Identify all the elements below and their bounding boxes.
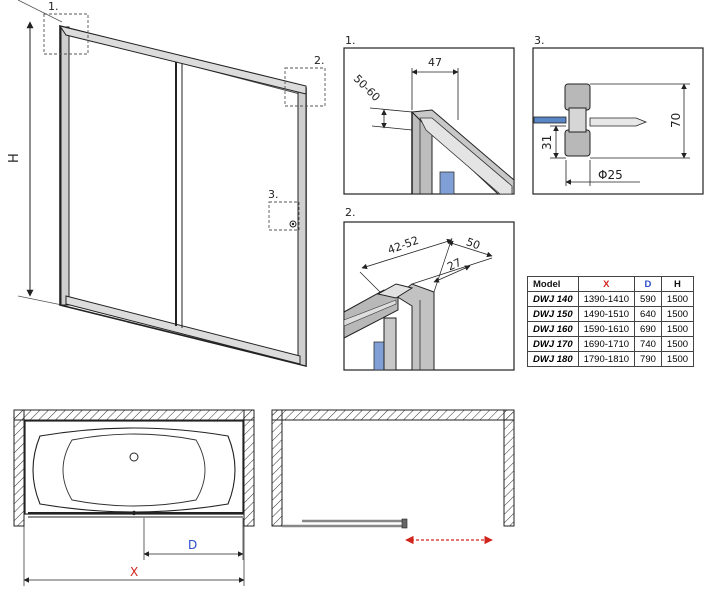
cell-model: DWJ 160 — [527, 321, 579, 337]
detail-2-dim-b-label: 50 — [464, 235, 482, 252]
header-h: H — [660, 276, 695, 292]
height-label: H — [7, 153, 22, 163]
detail-1: 1. 47 50-60 — [343, 34, 515, 195]
table-row: DWJ 160 1590-1610 690 1500 — [527, 321, 695, 337]
door-knob-icon — [289, 220, 297, 228]
overview-elevation: H 1. 2. 3. — [7, 0, 326, 368]
left-profile — [60, 26, 70, 306]
detail-3-diameter-label: Φ25 — [598, 168, 623, 182]
callout-box-1 — [43, 13, 89, 55]
cell-x: 1790-1810 — [577, 351, 636, 367]
detail-3-title: 3. — [534, 34, 545, 47]
header-model: Model — [527, 276, 579, 292]
cell-x: 1590-1610 — [577, 321, 636, 337]
callout-box-3 — [268, 201, 300, 231]
detail-2: 2. 42-52 50 27 — [343, 206, 515, 371]
cell-x: 1690-1710 — [577, 336, 636, 352]
callout-2-label: 2. — [314, 54, 325, 67]
cell-h: 1500 — [660, 306, 695, 322]
cell-h: 1500 — [660, 321, 695, 337]
cell-x: 1490-1510 — [577, 306, 636, 322]
cell-d: 690 — [634, 321, 662, 337]
cell-d: 640 — [634, 306, 662, 322]
cell-h: 1500 — [660, 291, 695, 307]
cell-d: 790 — [634, 351, 662, 367]
table-row: DWJ 140 1390-1410 590 1500 — [527, 291, 695, 307]
header-x: X — [577, 276, 636, 292]
plan-view-opening — [271, 409, 515, 545]
plan-d-label: D — [188, 538, 197, 552]
table-header-row: Model X D H — [527, 276, 695, 292]
cell-d: 590 — [634, 291, 662, 307]
plan-view-bathtub: D X — [13, 409, 255, 586]
drain-icon — [129, 452, 139, 462]
header-d: D — [634, 276, 662, 292]
detail-3-offset-label: 31 — [540, 135, 554, 150]
cell-x: 1390-1410 — [577, 291, 636, 307]
table-row: DWJ 170 1690-1710 740 1500 — [527, 336, 695, 352]
detail-2-title: 2. — [345, 206, 356, 219]
detail-1-width-label: 47 — [428, 56, 442, 69]
dimension-table: Model X D H DWJ 140 1390-1410 590 1500 D… — [527, 276, 695, 367]
cell-model: DWJ 170 — [527, 336, 579, 352]
callout-1-label: 1. — [48, 0, 59, 13]
detail-3: 3. 70 31 Φ25 — [532, 34, 704, 195]
cell-d: 740 — [634, 336, 662, 352]
detail-1-title: 1. — [345, 34, 356, 47]
callout-3-label: 3. — [268, 188, 279, 201]
cell-model: DWJ 180 — [527, 351, 579, 367]
detail-2-dim-c-label: 27 — [445, 256, 463, 274]
detail-3-height-label: 70 — [669, 113, 683, 128]
cell-h: 1500 — [660, 336, 695, 352]
table-row: DWJ 180 1790-1810 790 1500 — [527, 351, 695, 367]
callout-box-2 — [284, 67, 326, 107]
cell-model: DWJ 150 — [527, 306, 579, 322]
table-row: DWJ 150 1490-1510 640 1500 — [527, 306, 695, 322]
cell-model: DWJ 140 — [527, 291, 579, 307]
cell-h: 1500 — [660, 351, 695, 367]
plan-x-label: X — [130, 565, 138, 579]
